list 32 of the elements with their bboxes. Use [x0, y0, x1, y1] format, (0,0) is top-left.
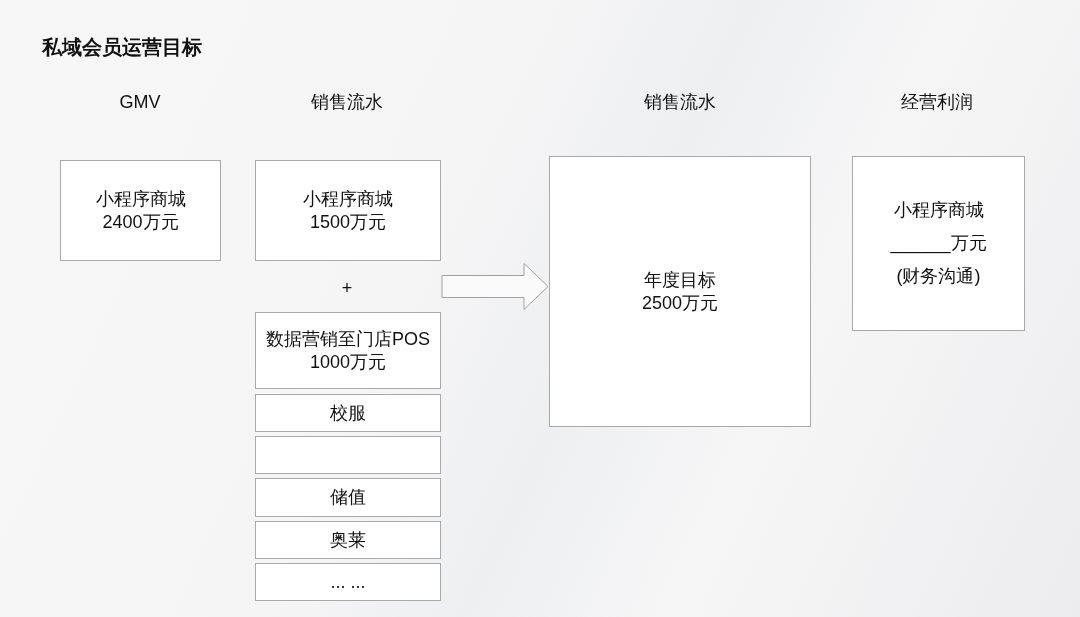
block-arrow	[441, 263, 549, 310]
box-text: 2400万元	[102, 210, 179, 234]
value-box	[255, 312, 441, 389]
empty-box	[255, 436, 441, 474]
box-text: 小程序商城	[95, 187, 186, 211]
column-heading: 销售流水	[311, 91, 383, 114]
box-text: 1000万元	[309, 350, 386, 374]
value-box	[255, 394, 441, 432]
slide-title: 私域会员运营目标	[42, 35, 202, 60]
box-text: 小程序商城	[303, 187, 393, 211]
box-text: (财务沟通)	[896, 265, 981, 288]
box-text: ______万元	[890, 232, 987, 255]
value-box	[255, 160, 441, 261]
column-heading: 经营利润	[901, 91, 973, 114]
box-text: 校服	[330, 401, 366, 425]
column-heading: 销售流水	[644, 91, 716, 114]
value-box	[549, 156, 811, 427]
box-text: 储值	[330, 486, 366, 509]
box-text: ... ...	[330, 570, 366, 594]
column-heading: GMV	[119, 91, 161, 113]
value-box	[255, 563, 441, 601]
value-box	[255, 478, 441, 517]
box-text: 年度目标	[644, 268, 716, 292]
box-text: 小程序商城	[893, 199, 984, 222]
box-text: 2500万元	[641, 291, 718, 315]
box-text: 奥莱	[330, 528, 366, 552]
value-box	[255, 521, 441, 559]
box-text: 数据营销至门店POS	[266, 327, 430, 351]
value-box	[852, 156, 1025, 331]
value-box	[60, 160, 221, 261]
plus-sign: +	[341, 277, 353, 299]
box-text: 1500万元	[309, 210, 386, 234]
